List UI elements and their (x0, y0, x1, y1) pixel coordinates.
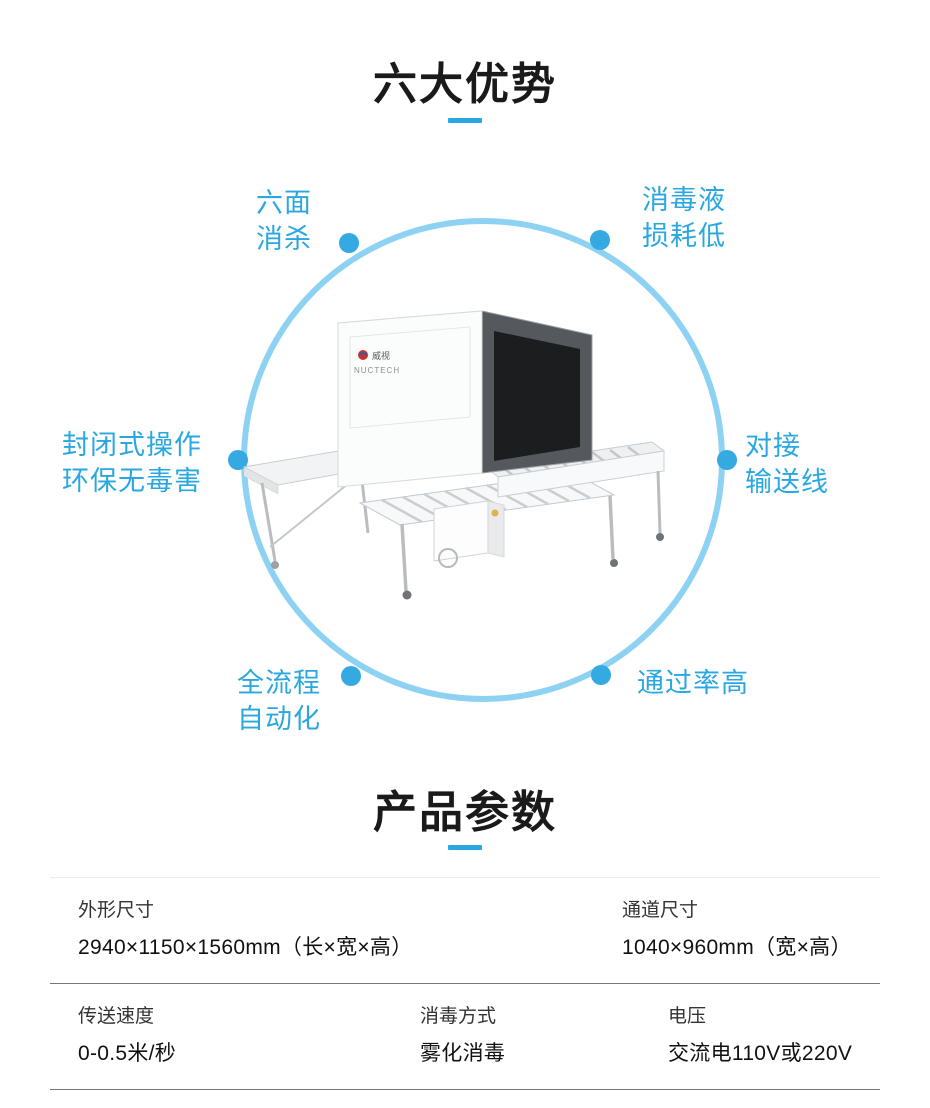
advantage-label-line: 封闭式操作 (62, 430, 202, 460)
disinfection-machine-illustration: 威视 NUCTECH (242, 310, 666, 600)
advantage-label-line: 消毒液 (642, 185, 726, 215)
param-label: 外形尺寸 (78, 900, 155, 921)
brand-text: NUCTECH (354, 366, 400, 375)
param-value: 交流电110V或220V (668, 1042, 853, 1065)
param-cell-outer-dimensions: 外形尺寸 2940×1150×1560mm（长×宽×高） (50, 895, 594, 961)
advantage-label-left: 封闭式操作 环保无毒害 (62, 428, 202, 499)
advantage-dot-left (228, 450, 248, 470)
advantages-title: 六大优势 (373, 60, 557, 109)
params-title: 产品参数 (373, 788, 557, 837)
advantage-label-right: 对接 输送线 (745, 429, 829, 500)
advantage-label-top-left: 六面 消杀 (256, 186, 312, 257)
param-cell-tunnel-dimensions: 通道尺寸 1040×960mm（宽×高） (594, 895, 880, 961)
advantage-label-line: 自动化 (237, 703, 321, 734)
params-title-underline (448, 845, 482, 850)
advantage-label-line: 全流程 (237, 668, 321, 698)
param-label: 传送速度 (78, 1006, 155, 1027)
param-value: 雾化消毒 (420, 1042, 506, 1065)
param-cell-disinfection-method: 消毒方式 雾化消毒 (392, 1001, 640, 1067)
param-value: 2940×1150×1560mm（长×宽×高） (78, 936, 413, 959)
param-label: 电压 (668, 1006, 707, 1027)
advantages-title-underline (448, 118, 482, 123)
advantage-dot-bottom-right (591, 665, 611, 685)
advantage-label-line: 输送线 (745, 466, 829, 497)
param-value: 0-0.5米/秒 (78, 1042, 177, 1065)
param-label: 通道尺寸 (622, 900, 699, 921)
brand-logo: 威视 NUCTECH (354, 350, 400, 375)
hose-reel (438, 548, 458, 568)
advantage-label-line: 对接 (745, 431, 801, 461)
advantage-label-line: 消杀 (256, 223, 312, 254)
advantage-label-top-right: 消毒液 损耗低 (642, 183, 726, 254)
advantage-label-line: 环保无毒害 (62, 465, 202, 496)
advantage-label-line: 六面 (256, 188, 312, 218)
machine-cabinet: 威视 NUCTECH (337, 310, 593, 488)
advantage-dot-top-left (339, 233, 359, 253)
advantage-label-line: 通过率高 (637, 668, 749, 698)
param-value: 1040×960mm（宽×高） (622, 936, 852, 959)
param-label: 消毒方式 (420, 1006, 497, 1027)
advantage-label-bottom-left: 全流程 自动化 (237, 666, 321, 737)
params-table: 外形尺寸 2940×1150×1560mm（长×宽×高） 通道尺寸 1040×9… (50, 877, 880, 1090)
tunnel-opening (494, 331, 580, 461)
params-row-1: 外形尺寸 2940×1150×1560mm（长×宽×高） 通道尺寸 1040×9… (50, 877, 880, 984)
control-box (433, 500, 505, 568)
advantage-dot-right (717, 450, 737, 470)
yellow-knob (491, 509, 499, 517)
brand-cn-text: 威视 (372, 350, 390, 361)
params-row-2: 传送速度 0-0.5米/秒 消毒方式 雾化消毒 电压 交流电110V或220V (50, 984, 880, 1090)
param-cell-conveyor-speed: 传送速度 0-0.5米/秒 (50, 1001, 392, 1067)
advantage-label-line: 损耗低 (642, 220, 726, 251)
advantage-dot-bottom-left (341, 666, 361, 686)
advantage-label-bottom-right: 通过率高 (637, 666, 749, 702)
advantage-dot-top-right (590, 230, 610, 250)
param-cell-voltage: 电压 交流电110V或220V (640, 1001, 880, 1067)
